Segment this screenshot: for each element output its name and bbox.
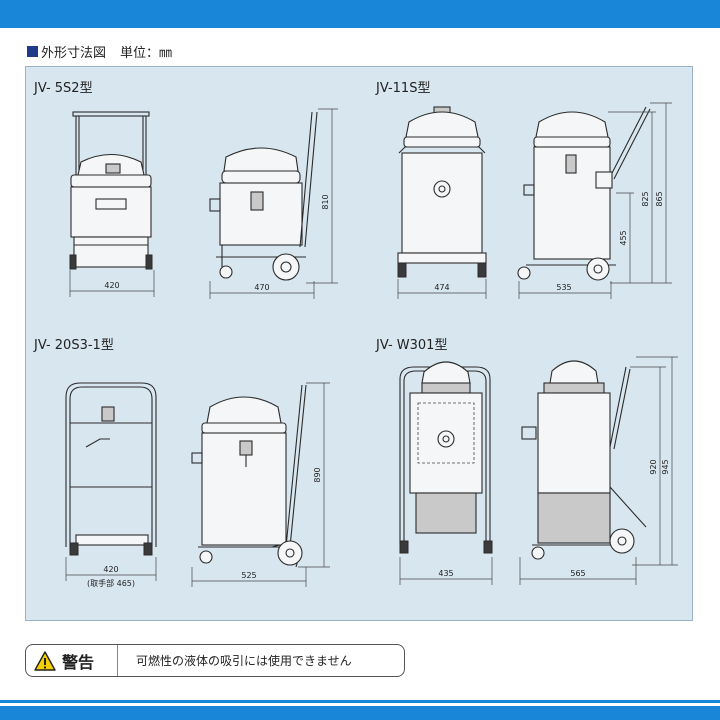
dimension-diagram-panel: JV- 5S2型 JV-11S型 JV- 20S3-1型 JV- W301型 4…	[25, 66, 693, 621]
jv-20s3-1-front-dimension	[65, 557, 157, 581]
jv-5s2-front-dimension	[69, 270, 155, 297]
warning-text: 可燃性の液体の吸引には使用できません	[136, 654, 352, 668]
dim-jv-w301-depth: 565	[570, 569, 585, 578]
jv-w301-side-dimension	[519, 356, 678, 585]
model-label-jv-20s3-1: JV- 20S3-1型	[33, 338, 114, 353]
dim-jv-20s3-1-handle-width: (取手部 465)	[87, 578, 135, 588]
dim-jv-w301-height: 920	[649, 459, 658, 474]
jv-w301-side-drawing	[521, 360, 647, 560]
dim-jv-w301-width: 435	[438, 569, 453, 578]
dim-jv-5s2-height: 810	[321, 194, 330, 209]
warning-label-cell: 警告	[26, 645, 118, 676]
jv-11s-side-drawing	[517, 106, 651, 281]
jv-20s3-1-side-dimension	[191, 382, 330, 587]
jv-11s-front-dimension	[397, 279, 487, 299]
warning-label: 警告	[62, 652, 95, 672]
top-banner	[0, 0, 720, 28]
warning-triangle-icon	[34, 650, 56, 671]
dim-jv-11s-depth: 535	[556, 283, 571, 292]
top-banner-line	[0, 28, 720, 31]
jv-w301-front-drawing	[399, 361, 493, 554]
dim-jv-11s-height: 825	[641, 191, 650, 206]
dim-jv-20s3-1-width: 420	[103, 565, 118, 574]
dim-jv-11s-width: 474	[434, 283, 449, 292]
jv-5s2-side-drawing	[209, 111, 318, 281]
jv-5s2-side-dimension	[209, 108, 338, 299]
jv-w301-front-dimension	[399, 557, 493, 585]
bottom-line	[0, 700, 720, 703]
heading-title: 外形寸法図	[41, 45, 107, 61]
model-label-jv-11s: JV-11S型	[375, 81, 430, 96]
section-heading: 外形寸法図 単位：㎜	[27, 42, 173, 61]
dim-jv-20s3-1-height: 890	[313, 467, 322, 482]
dim-jv-11s-inlet-height: 455	[619, 230, 628, 245]
dim-jv-20s3-1-depth: 525	[241, 571, 256, 580]
dim-jv-11s-overall-height: 865	[655, 191, 664, 206]
dim-jv-w301-overall-height: 945	[661, 459, 670, 474]
jv-11s-front-drawing	[397, 106, 487, 278]
jv-11s-side-dimension	[518, 102, 672, 299]
dimension-diagram: JV- 5S2型 JV-11S型 JV- 20S3-1型 JV- W301型 4…	[33, 81, 678, 588]
warning-box: 警告 可燃性の液体の吸引には使用できません	[25, 644, 405, 677]
heading-square-icon	[27, 45, 38, 57]
model-label-jv-5s2: JV- 5S2型	[33, 81, 93, 96]
jv-20s3-1-side-drawing	[191, 384, 307, 568]
jv-5s2-front-drawing	[69, 111, 153, 270]
dim-jv-5s2-width: 420	[104, 281, 119, 290]
heading-unit: 単位：㎜	[120, 45, 173, 61]
dim-jv-5s2-depth: 470	[254, 283, 269, 292]
jv-20s3-1-front-drawing	[65, 382, 157, 556]
bottom-banner	[0, 706, 720, 720]
model-label-jv-w301: JV- W301型	[375, 338, 447, 353]
